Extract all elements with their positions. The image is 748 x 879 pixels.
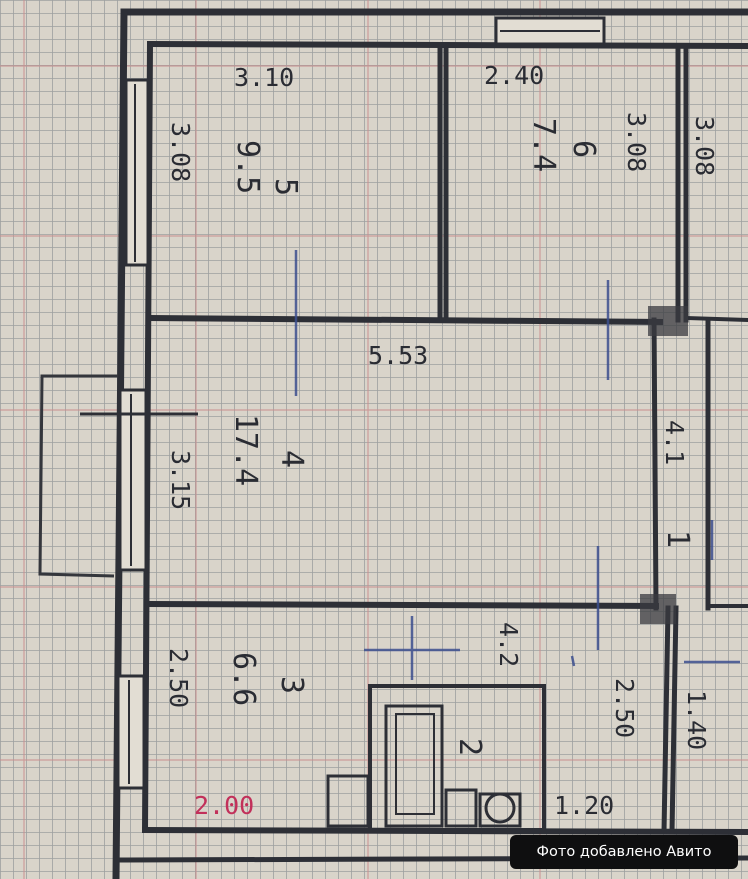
room-5-depth-label: 3.08 xyxy=(166,122,195,182)
room-6-width-label: 2.40 xyxy=(484,61,544,90)
room-labels: 3.10 3.08 9.5 5 2.40 7.4 6 3.08 3.08 5.5… xyxy=(164,61,719,820)
room-3-depth-label: 2.50 xyxy=(164,648,193,708)
room-4-area-label: 17.4 xyxy=(228,414,263,486)
pencil-marks xyxy=(294,250,740,680)
room-3-number-label: 3 xyxy=(274,676,309,694)
room-6-depth-label: 3.08 xyxy=(622,112,651,172)
room-5-width-label: 3.10 xyxy=(234,63,294,92)
room-3-area-label: 6.6 xyxy=(226,652,261,706)
room-2-depth-label: 2.50 xyxy=(610,678,639,738)
room-right-depth-label: 3.08 xyxy=(690,116,719,176)
balcony xyxy=(38,374,198,578)
room-4-depth-label: 3.15 xyxy=(166,450,195,510)
room-6-area-label: 7.4 xyxy=(526,118,561,172)
bottom-dim-right-label: 1.20 xyxy=(554,791,614,820)
room-1-area-label: 4.1 xyxy=(660,420,689,465)
windows xyxy=(116,16,606,790)
bathroom-fixtures xyxy=(326,684,546,832)
room-6-number-label: 6 xyxy=(566,140,601,158)
room-5-area-label: 9.5 xyxy=(230,140,265,194)
room-4-width-label: 5.53 xyxy=(368,341,428,370)
bottom-dim-left-label: 2.00 xyxy=(194,791,254,820)
watermark-badge: Фото добавлено Авито xyxy=(510,835,738,869)
room-1-width-label: 1.40 xyxy=(682,690,711,750)
room-2-area-label: 4.2 xyxy=(494,622,523,667)
interior-walls xyxy=(144,45,748,835)
room-1-number-label: 1 xyxy=(660,530,695,548)
room-5-number-label: 5 xyxy=(268,178,303,196)
room-2-number-label: 2 xyxy=(452,738,487,756)
room-4-number-label: 4 xyxy=(274,450,309,468)
